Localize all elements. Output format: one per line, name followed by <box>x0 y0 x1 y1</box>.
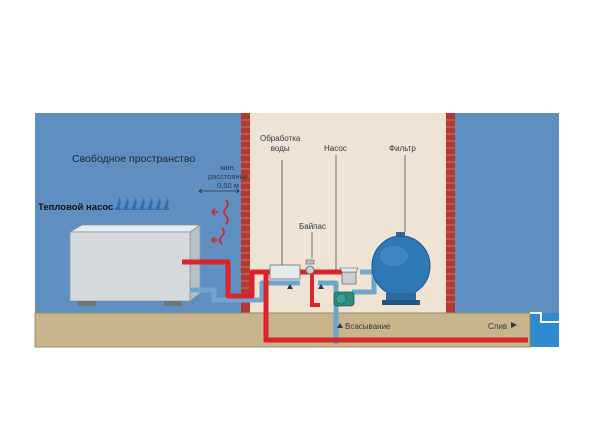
pump-label: Насос <box>324 144 347 153</box>
right-brick-wall <box>446 113 455 313</box>
bypass-red-pipe <box>310 272 320 307</box>
min-distance-label: мин. расстояние 0,50 м <box>208 163 248 190</box>
pool <box>529 312 559 347</box>
drain-pipe <box>263 272 528 343</box>
heat-pump-unit <box>68 224 202 306</box>
water-treatment-label: Обработка воды <box>260 134 301 153</box>
distance-arrow-icon <box>198 188 240 194</box>
heat-pump-label: Тепловой насос <box>38 202 114 213</box>
left-brick-wall <box>241 113 250 313</box>
filter-tank <box>371 232 431 305</box>
filter-label: Фильтр <box>389 144 416 153</box>
bypass-label: Байпас <box>299 222 326 231</box>
circulation-pump <box>333 267 359 307</box>
free-space-label: Свободное пространство <box>72 153 196 165</box>
suction-label: Всасывание <box>345 322 391 331</box>
leader-lines <box>281 155 406 270</box>
water-treatment-unit <box>269 264 301 280</box>
heat-output-icons <box>114 196 170 210</box>
filter-outlet-pipe <box>352 269 377 295</box>
flow-arrow-icon <box>287 284 517 328</box>
bypass-valve <box>305 259 315 275</box>
heat-wave-icon <box>210 199 229 245</box>
drain-label: Слив <box>488 322 508 331</box>
